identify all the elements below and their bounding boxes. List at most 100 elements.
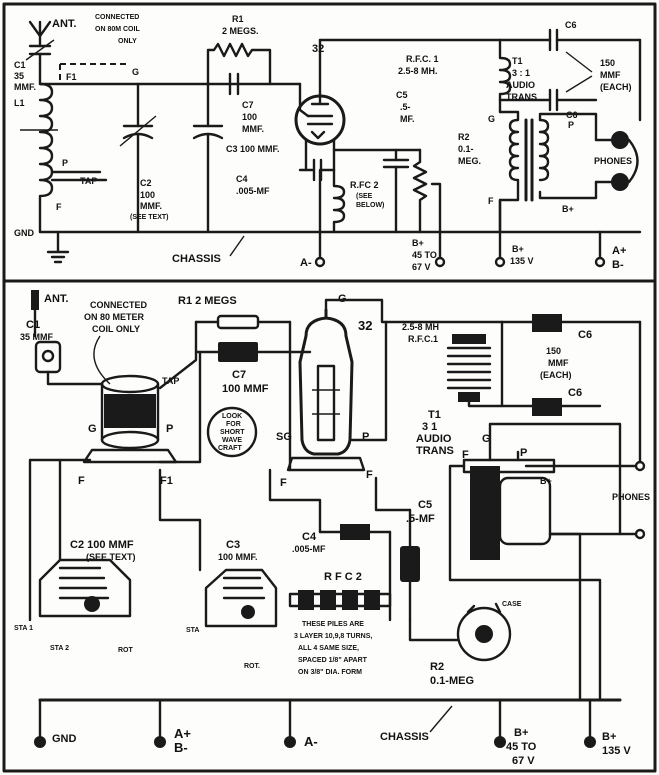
pic-a-minus-terminal	[284, 698, 296, 748]
sch-ab-label-2: B-	[612, 259, 624, 271]
pic-b135-terminal	[584, 698, 596, 748]
pic-gnd-terminal	[34, 698, 46, 748]
sch-b135-terminal	[494, 256, 506, 268]
sch-r1-resistor	[206, 42, 272, 86]
sch-rfc2-label-2: (SEE	[356, 193, 373, 200]
sch-c7-label-1: C7	[242, 100, 254, 110]
antenna-symbol	[28, 20, 52, 48]
pic-c6a-label: C6	[578, 329, 592, 341]
pictorial-panel: ANT. C1 35 MMF CONNECTED ON 80 METER COI…	[14, 290, 650, 767]
pic-socket-sg-label: SG	[276, 431, 292, 443]
pic-ab-label-1: A+	[174, 726, 191, 741]
pic-b135-label-2: 135 V	[602, 745, 631, 757]
pic-b135-label-1: B+	[602, 731, 616, 743]
sch-r1-label-1: R1	[232, 14, 244, 24]
pic-c2-label-1: C2 100 MMF	[70, 539, 134, 551]
pic-c2-rot-label: ROT	[118, 647, 134, 654]
pic-c4-capacitor	[318, 524, 392, 540]
sch-rfc1-label-2: 2.5-8 MH.	[398, 66, 438, 76]
pic-coil-f1-label: F1	[160, 475, 173, 487]
sch-r2-potentiometer	[412, 148, 428, 234]
pic-t1-bplus-label: B+	[540, 476, 552, 486]
pic-gnd-label: GND	[52, 733, 77, 745]
sch-b45-terminal	[434, 256, 446, 268]
sch-r1-label-2: 2 MEGS.	[222, 26, 259, 36]
sch-c6b-capacitor	[498, 88, 598, 112]
sch-rfc2-choke	[332, 168, 346, 234]
sch-tube-32	[294, 38, 346, 172]
pic-c3-variable-capacitor	[204, 568, 278, 628]
sch-c5-label-3: MF.	[400, 114, 415, 124]
pic-b45-label-2: 45 TO	[506, 741, 537, 753]
pic-t1-p-label: P	[520, 447, 527, 459]
pic-rfc1-choke	[446, 334, 492, 402]
sch-c6-pointer	[565, 51, 593, 93]
sch-t1-label-1: T1	[512, 56, 523, 66]
pic-c3-rot-label: ROT.	[244, 663, 260, 670]
pic-b45-label-1: B+	[514, 727, 528, 739]
sch-ab-terminal	[594, 256, 606, 268]
pic-rfc2-note-4: SPACED 1/8" APART	[298, 657, 368, 664]
sch-c7-label-3: MMF.	[242, 124, 264, 134]
sch-c5-label-2: .5-	[400, 102, 411, 112]
pic-socket-f2-label: F	[366, 469, 373, 481]
pic-chassis-label: CHASSIS	[380, 731, 429, 743]
sch-b45-label-1: B+	[412, 238, 424, 248]
sch-c1-label-1: C1	[14, 60, 26, 70]
sch-c1-label-2: 35	[14, 71, 24, 81]
sch-chassis-label: CHASSIS	[172, 253, 221, 265]
pic-badge-1: LOOK	[222, 413, 242, 420]
sch-b45-label-3: 67 V	[412, 262, 431, 272]
sch-r2-label-2: 0.1-	[458, 144, 474, 154]
sch-c6-note-2: MMF	[600, 70, 621, 80]
sch-r2-wiper	[430, 182, 442, 234]
sch-rfc2-label-1: R.FC 2	[350, 180, 379, 190]
sch-t1-transformer	[498, 110, 598, 260]
sch-c7-capacitor	[228, 72, 240, 96]
pic-b45-label-3: 67 V	[512, 755, 535, 767]
pic-c5-capacitor	[400, 508, 420, 622]
pic-coil-f-label: F	[78, 475, 85, 487]
sch-t1-label-2: 3 : 1	[512, 68, 530, 78]
pic-r2-case-label: CASE	[502, 601, 522, 608]
pic-rfc2-note-2: 3 LAYER 10,9,8 TURNS,	[294, 633, 372, 640]
pic-phones-label: PHONES	[612, 492, 650, 502]
sch-f-label: F	[56, 202, 62, 212]
pic-t1-label-3: AUDIO	[416, 433, 452, 445]
sch-chassis-pointer	[229, 235, 245, 257]
pic-rfc2-note-1: THESE PILES ARE	[302, 621, 364, 628]
pic-ab-label-2: B-	[174, 740, 188, 755]
sch-c6-note-1: 150	[600, 58, 615, 68]
pic-r2-label-2: 0.1-MEG	[430, 675, 474, 687]
sch-ant-label: ANT.	[52, 18, 76, 30]
sch-c3-capacitor	[192, 82, 224, 234]
pic-c2-label-2: (SEE TEXT)	[86, 552, 136, 562]
sch-t1-label-4: TRANS	[506, 92, 537, 102]
sch-t1-g-label: G	[488, 114, 495, 124]
pic-wiring	[28, 298, 622, 702]
pic-rfc2-label: R F C 2	[324, 571, 362, 583]
pic-a-minus-label: A-	[304, 734, 318, 749]
pic-c6b-capacitor	[500, 398, 602, 416]
sch-c4-label-2: .005-MF	[236, 186, 270, 196]
sch-c1-label-3: MMF.	[14, 82, 36, 92]
sch-g-label: G	[132, 67, 139, 77]
pic-c1-label-2: 35 MMF	[20, 332, 54, 342]
pic-c6-note-1: 150	[546, 346, 561, 356]
sch-l1-coil	[38, 62, 54, 234]
pic-r2-label-1: R2	[430, 661, 444, 673]
sch-b135-label-1: B+	[512, 244, 524, 254]
pic-c6a-capacitor	[500, 314, 642, 332]
pic-t1-label-1: T1	[428, 409, 441, 421]
sch-f1-dashed-link	[59, 63, 130, 84]
sch-c6a-capacitor	[498, 28, 642, 52]
pic-connected-1: CONNECTED	[90, 300, 148, 310]
sch-gnd-label: GND	[14, 228, 35, 238]
sch-c4-label-1: C4	[236, 174, 248, 184]
sch-c5-label-1: C5	[396, 90, 408, 100]
pic-c3-sta-label: STA	[186, 627, 199, 634]
sch-t1-p-label: P	[568, 120, 574, 130]
sch-t1-f-label: F	[488, 196, 494, 206]
